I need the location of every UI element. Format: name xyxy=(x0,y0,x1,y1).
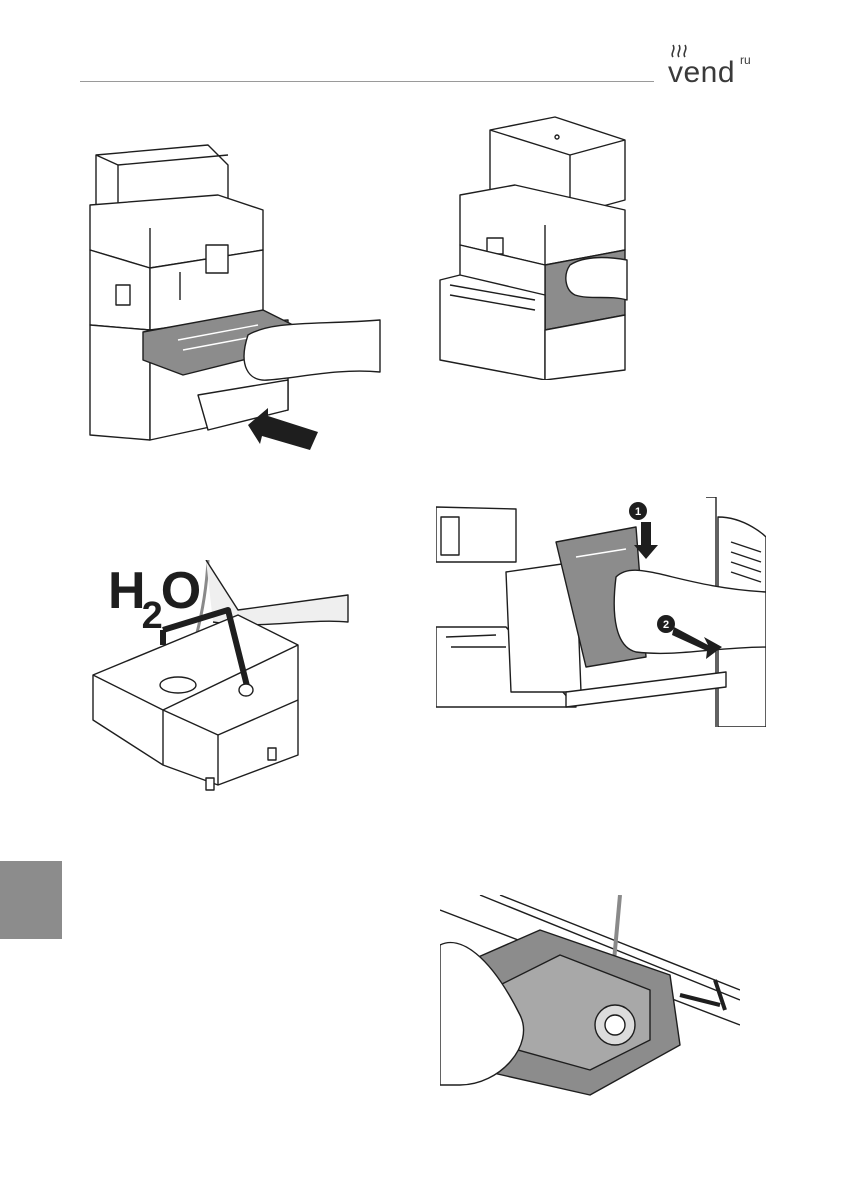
h2o-subscript: 2 xyxy=(142,595,163,637)
brand-name: vend xyxy=(668,58,735,88)
h2o-main-left: H xyxy=(108,562,144,620)
brand-suffix: ru xyxy=(740,54,751,66)
figure-brew-unit-removal: 1 2 xyxy=(436,497,766,727)
machine-side-illustration xyxy=(435,105,630,380)
rinse-illustration xyxy=(440,895,740,1105)
brew-unit-illustration: 1 2 xyxy=(436,497,766,727)
header-rule xyxy=(80,81,654,82)
drip-tray-illustration xyxy=(88,140,388,450)
figure-rinse-brew-unit xyxy=(440,895,740,1105)
figure-drip-tray-insert xyxy=(88,140,388,450)
chapter-tab xyxy=(0,861,62,939)
step-1-label: 1 xyxy=(635,506,641,518)
step-2-label: 2 xyxy=(663,619,669,631)
h2o-main-right: O xyxy=(161,562,199,620)
figure-side-panel xyxy=(435,105,630,380)
vend-logo: vend ru xyxy=(660,44,770,88)
figure-fill-tank: H2O xyxy=(88,560,353,800)
h2o-label: H2O xyxy=(108,565,199,618)
